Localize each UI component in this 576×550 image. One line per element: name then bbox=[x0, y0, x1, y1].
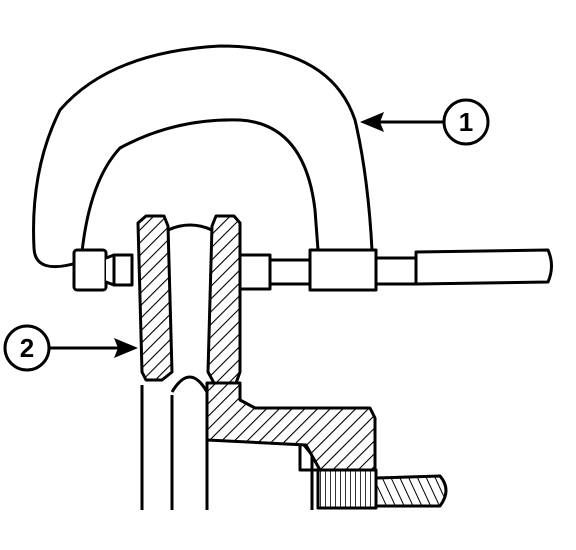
bore-bottom-curve bbox=[170, 375, 209, 393]
callout-2-arrowhead bbox=[114, 338, 138, 358]
cylinder-wall-left bbox=[136, 214, 174, 382]
callout-2-label: 2 bbox=[20, 333, 34, 363]
callout-1-label: 1 bbox=[459, 107, 473, 137]
micrometer bbox=[32, 44, 553, 292]
micrometer-frame-outer bbox=[32, 44, 374, 269]
spindle-collar bbox=[238, 253, 272, 291]
callout-1-circle bbox=[442, 98, 490, 146]
sleeve bbox=[308, 248, 378, 292]
thimble-ring bbox=[374, 256, 418, 286]
spindle bbox=[268, 258, 312, 286]
housing-step bbox=[298, 440, 318, 472]
anvil-neck bbox=[104, 253, 134, 287]
thimble bbox=[414, 248, 553, 286]
callout-2-circle bbox=[3, 324, 51, 372]
knurled-nut bbox=[316, 468, 378, 510]
callout-1: 1 bbox=[360, 98, 490, 146]
flange-section bbox=[205, 381, 377, 472]
callout-2: 2 bbox=[3, 324, 138, 372]
callout-1-arrowhead bbox=[360, 112, 384, 132]
micrometer-frame-inner bbox=[80, 118, 320, 254]
workpiece bbox=[136, 214, 448, 510]
bore-top-curve bbox=[167, 223, 213, 232]
threaded-stud bbox=[374, 474, 448, 508]
housing-right-wall bbox=[207, 438, 314, 510]
cylinder-wall-right bbox=[206, 214, 242, 385]
anvil bbox=[72, 248, 108, 292]
